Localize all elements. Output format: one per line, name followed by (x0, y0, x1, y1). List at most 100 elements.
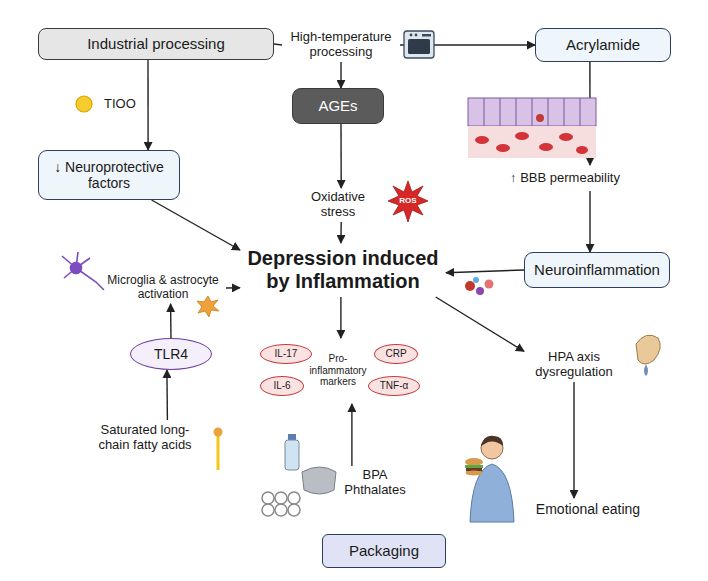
node-text: ↑ BBB permeability (510, 171, 620, 186)
node-text: Emotional eating (536, 501, 640, 517)
effect-label: Microglia & astrocyte activation (100, 272, 226, 304)
inflamed-cell (485, 280, 494, 289)
oil-drop-icon (76, 96, 92, 112)
neuroinflammation-icon (465, 277, 494, 295)
arrow-connector (351, 404, 352, 466)
bottle-cap (288, 434, 296, 440)
arrow-connector (274, 44, 282, 45)
red-blood-cell (515, 132, 529, 140)
source-label: BPA Phthalates (340, 466, 410, 500)
node-text: ↓ Neuroprotective factors (39, 159, 179, 191)
packaging-icons (262, 434, 336, 516)
ros-starburst (388, 181, 428, 222)
source-box: Packaging (322, 534, 446, 568)
effect-label: HPA axis dysregulation (524, 348, 624, 382)
blood-vessel (468, 126, 596, 158)
central-label: Depression induced by Inflammation (240, 243, 446, 297)
red-blood-cell (539, 143, 553, 151)
inflamed-cell (465, 281, 475, 291)
node-text: Saturated long-chain fatty acids (86, 423, 204, 453)
effect-label: ↑ BBB permeability (500, 165, 630, 191)
arrow-connector (589, 191, 590, 252)
node-text: CRP (385, 348, 406, 360)
marker-ellipse: IL-17 (260, 344, 312, 364)
marker-ellipse: CRP (374, 344, 418, 364)
fatty-acid-head (214, 428, 223, 437)
node-text: Industrial processing (87, 35, 225, 52)
marker-group: Pro-inflammatory markersIL-17 CRP IL-6 TNF-… (252, 338, 424, 404)
node-text: TLR4 (154, 346, 188, 362)
compound-box: AGEs (292, 88, 384, 124)
cell-junctions (484, 98, 580, 126)
ros-label: ROS (394, 194, 422, 207)
process-box: Industrial processing (38, 28, 274, 60)
burger-lettuce (465, 465, 483, 468)
person-eating-icon (465, 436, 514, 522)
plastic-mask (302, 467, 336, 494)
node-text: Oxidative stress (298, 190, 378, 220)
hpa-icon (636, 335, 660, 376)
inflamed-cell (473, 277, 479, 283)
node-text: Neuroinflammation (534, 261, 660, 278)
arrow-connector (170, 304, 172, 338)
effect-box: Neuroinflammation (524, 252, 670, 288)
process-label: High-temperature processing (282, 28, 400, 62)
endothelial-layer (468, 98, 596, 126)
node-text: AGEs (318, 97, 357, 114)
edge-label: TIOO (104, 96, 136, 111)
oven-knob (415, 34, 418, 37)
plastic-bottle (285, 440, 299, 470)
oven-knob (410, 34, 413, 37)
node-text: Packaging (349, 542, 419, 559)
receptor-ellipse: TLR4 (130, 338, 212, 370)
person-hair (481, 436, 503, 446)
oven-window (408, 39, 430, 54)
source-label: Saturated long-chain fatty acids (86, 420, 204, 456)
neuron-icon (62, 252, 104, 290)
red-blood-cell (559, 133, 573, 141)
node-text: Pro-inflammatory markers (300, 353, 376, 388)
oven-body (404, 31, 434, 58)
arrow-connector (166, 370, 168, 420)
node-text: BPA Phthalates (340, 468, 410, 498)
arrow-connector (340, 297, 341, 338)
oven-display (422, 34, 431, 37)
node-text: Acrylamide (566, 36, 640, 53)
compound-box: Acrylamide (535, 28, 671, 62)
inflamed-cell (476, 287, 484, 295)
hormone-drop (644, 364, 648, 376)
effect-label: Oxidative stress (298, 188, 378, 222)
arrow-connector (573, 382, 574, 498)
node-text: IL-6 (273, 380, 290, 392)
outcome-label: Emotional eating (528, 498, 648, 520)
arrow-connector (446, 270, 524, 273)
effect-box: ↓ Neuroprotective factors (38, 150, 180, 200)
adrenal-gland (636, 335, 660, 364)
arrow-connector (340, 62, 341, 88)
burger-bun (466, 471, 483, 476)
marker-ellipse: IL-6 (260, 376, 304, 396)
arrow-connector (226, 287, 240, 289)
six-pack-rings (262, 492, 300, 516)
node-text: HPA axis dysregulation (524, 350, 624, 380)
astrocyte-icon (197, 296, 219, 317)
node-text: Depression induced by Inflammation (240, 247, 446, 293)
arrow-connector (340, 222, 342, 243)
arrow-connector (152, 200, 240, 250)
leak-particle (536, 114, 544, 122)
red-blood-cell (496, 144, 510, 152)
neuron-body (71, 263, 82, 274)
node-text: IL-17 (275, 348, 298, 360)
arrow-connector (340, 124, 342, 188)
oven-icon (404, 31, 434, 58)
neuron-dendrites (62, 252, 104, 290)
node-text: TNF-α (380, 380, 409, 392)
node-text: High-temperature processing (282, 30, 400, 60)
node-text: Microglia & astrocyte activation (100, 274, 226, 302)
red-blood-cell (576, 146, 588, 154)
bbb-illustration (468, 98, 596, 158)
fatty-acid-icon (214, 428, 223, 471)
arrow-connector (436, 297, 524, 351)
arrow-connector (147, 60, 149, 150)
